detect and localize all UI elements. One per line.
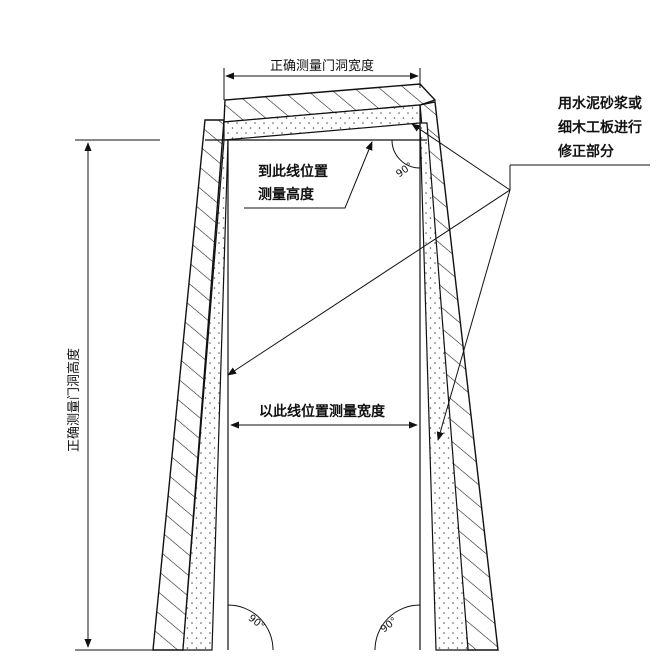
- angle-arc-top: [391, 139, 421, 169]
- angle-label-bottom-left: 90°: [246, 613, 267, 633]
- repair-leader-to-left: [227, 189, 511, 376]
- right-repair-fill: [419, 122, 469, 651]
- top-width-label: 正确测量门洞宽度: [270, 58, 374, 74]
- repair-label-1: 用水泥砂浆或: [558, 95, 642, 112]
- height-line-label-1: 到此线位置: [258, 163, 328, 180]
- angle-arc-bottom-left: [227, 604, 274, 651]
- lintel-repair-fill: [223, 104, 421, 141]
- height-line-label-2: 测量高度: [258, 186, 315, 203]
- width-line-label: 以此线位置测量宽度: [259, 403, 386, 420]
- angle-arc-bottom-right: [374, 604, 421, 651]
- repair-leader-to-right: [436, 189, 511, 441]
- angle-label-bottom-right: 90°: [379, 616, 400, 636]
- repair-leader-to-lintel: [411, 123, 511, 191]
- left-height-label: 正确测量门洞高度: [66, 348, 82, 452]
- repair-label-3: 修正部分: [557, 143, 614, 160]
- angle-label-top: 90°: [394, 161, 415, 180]
- repair-label-2: 细木工板进行: [558, 119, 642, 136]
- height-label-leader: [244, 141, 373, 209]
